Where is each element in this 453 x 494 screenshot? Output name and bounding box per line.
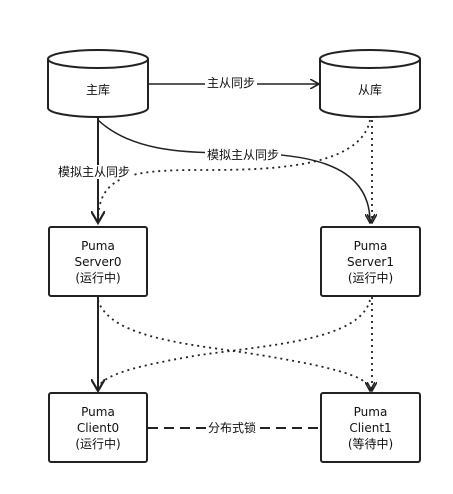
distributed-lock-label: 分布式锁 xyxy=(206,421,259,435)
client1-line2: Client1 xyxy=(349,420,392,435)
master-slave-sync-label: 主从同步 xyxy=(205,76,258,90)
server1-line1: Puma xyxy=(353,238,388,253)
server1-status: (运行中) xyxy=(347,270,394,285)
client0-status: (运行中) xyxy=(75,436,121,451)
slave-database-label: 从库 xyxy=(357,83,382,97)
puma-client0-node: Puma Client0 (运行中) xyxy=(48,392,148,463)
server1-to-client0-dotted-arrow xyxy=(98,299,371,390)
client1-status: (等待中) xyxy=(347,436,394,451)
puma-server0-node: Puma Server0 (运行中) xyxy=(48,226,148,297)
server0-status: (运行中) xyxy=(75,270,121,285)
puma-server1-node: Puma Server1 (运行中) xyxy=(320,226,421,297)
slave-to-server0-dotted-arrow xyxy=(98,119,371,222)
simulated-sync-label-right: 模拟主从同步 xyxy=(205,148,282,162)
master-database-icon xyxy=(47,49,149,118)
server0-to-client1-dotted-arrow xyxy=(97,299,370,390)
master-database-label: 主库 xyxy=(85,83,110,97)
master-to-server1-arrow xyxy=(97,119,370,222)
simulated-sync-label-left: 模拟主从同步 xyxy=(56,165,133,179)
client0-line2: Client0 xyxy=(76,420,120,435)
client1-line1: Puma xyxy=(353,404,388,419)
server1-line2: Server1 xyxy=(347,254,394,269)
server0-line1: Puma xyxy=(81,238,115,253)
puma-client1-node: Puma Client1 (等待中) xyxy=(320,392,421,463)
client0-line1: Puma xyxy=(81,404,115,419)
server0-line2: Server0 xyxy=(74,254,122,269)
slave-database-icon xyxy=(319,49,421,118)
